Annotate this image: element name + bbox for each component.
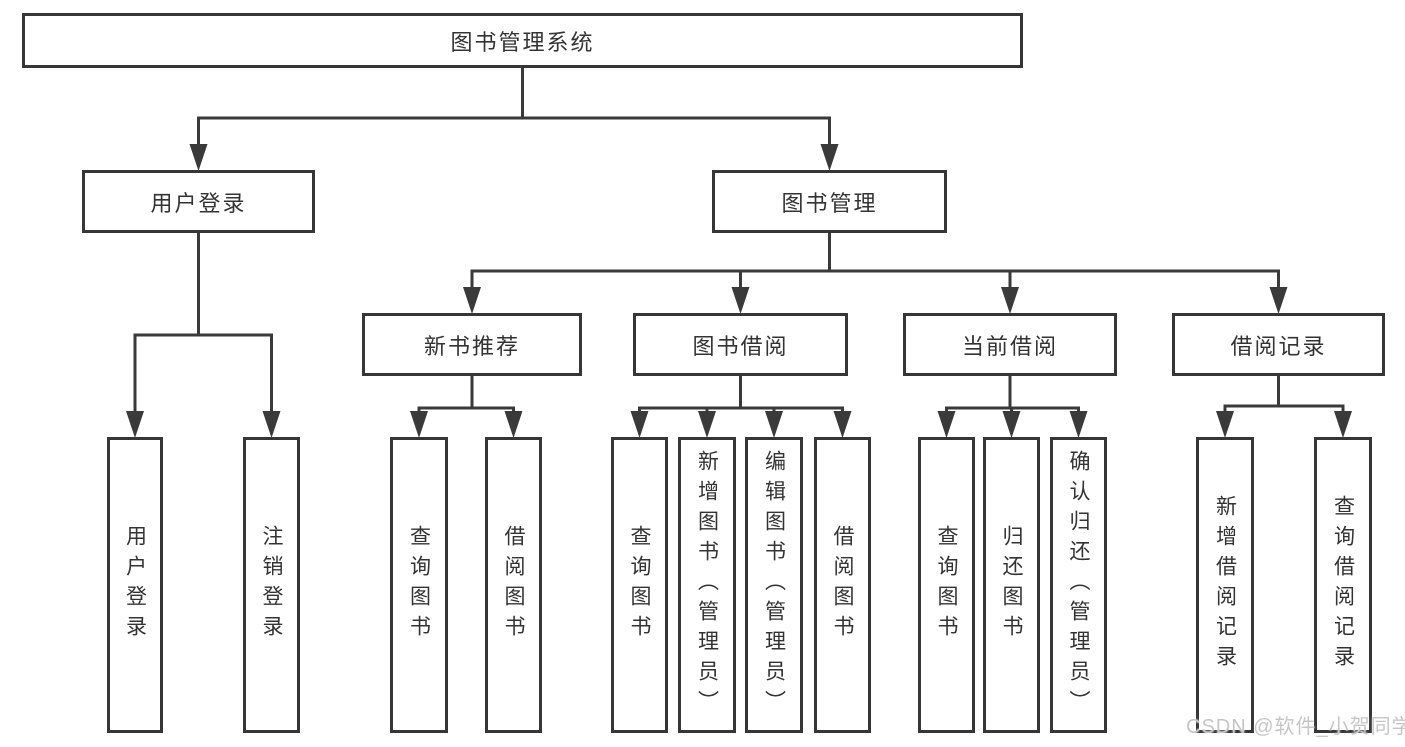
diagram-node-label: 当前借阅 (961, 333, 1058, 359)
arrowhead-icon (1269, 287, 1288, 314)
diagram-node-leaf-confirm-return: 确认归还（管理员） (1050, 437, 1107, 733)
diagram-node-label: 查询图书 (407, 525, 431, 645)
arrowhead-icon (731, 287, 750, 314)
diagram-node-leaf-query-book-1: 查询图书 (390, 437, 448, 733)
diagram-node-book-borrow: 图书借阅 (633, 313, 848, 376)
arrowhead-icon (698, 411, 716, 438)
arrowhead-icon (820, 144, 839, 171)
arrowhead-icon (1002, 411, 1021, 438)
arrowhead-icon (189, 144, 208, 171)
diagram-node-label: 借阅图书 (502, 525, 525, 645)
diagram-node-label: 新书推荐 (423, 333, 520, 359)
arrowhead-icon (937, 411, 956, 438)
arrowhead-icon (504, 411, 523, 438)
diagram-node-leaf-edit-book: 编辑图书（管理员） (745, 437, 803, 733)
arrowhead-icon (262, 411, 281, 438)
diagram-node-leaf-user-login: 用户登录 (107, 437, 163, 733)
diagram-node-user-login: 用户登录 (82, 170, 315, 233)
arrowhead-icon (833, 411, 852, 438)
diagram-node-book-mgmt: 图书管理 (712, 170, 947, 233)
arrowhead-icon (410, 411, 428, 438)
diagram-node-label: 借阅记录 (1230, 333, 1327, 359)
diagram-node-root: 图书管理系统 (22, 13, 1023, 68)
diagram-node-label: 查询借阅记录 (1331, 495, 1355, 675)
diagram-node-leaf-return-book: 归还图书 (983, 437, 1040, 733)
diagram-node-leaf-borrow-book-2: 借阅图书 (814, 437, 871, 733)
diagram-node-borrow-records: 借阅记录 (1172, 313, 1385, 376)
diagram-node-leaf-query-book-3: 查询图书 (918, 437, 975, 733)
diagram-node-leaf-query-record: 查询借阅记录 (1314, 437, 1372, 733)
arrowhead-icon (1216, 411, 1234, 438)
arrowhead-icon (1001, 287, 1019, 314)
diagram-node-leaf-add-book: 新增图书（管理员） (678, 437, 736, 733)
diagram-node-label: 借阅图书 (831, 525, 854, 645)
arrowhead-icon (765, 411, 783, 438)
diagram-node-label: 注销登录 (260, 525, 283, 645)
diagram-node-label: 用户登录 (150, 190, 247, 216)
diagram-node-label: 图书借阅 (692, 333, 789, 359)
diagram-node-label: 新增图书（管理员） (695, 450, 719, 720)
diagram-node-leaf-query-book-2: 查询图书 (611, 437, 668, 733)
diagram-node-leaf-add-record: 新增借阅记录 (1196, 437, 1254, 733)
diagram-node-label: 编辑图书（管理员） (762, 450, 786, 720)
diagram-node-label: 查询图书 (935, 525, 958, 645)
diagram-node-label: 新增借阅记录 (1213, 495, 1237, 675)
diagram-node-leaf-borrow-book-1: 借阅图书 (485, 437, 542, 733)
diagram-node-current-borrow: 当前借阅 (903, 313, 1117, 376)
watermark: CSDN @软件_小贺同学 (1186, 716, 1405, 738)
diagram-node-label: 用户登录 (123, 525, 147, 645)
diagram-node-label: 确认归还（管理员） (1067, 450, 1090, 720)
arrowhead-icon (630, 411, 649, 438)
arrowhead-icon (126, 411, 144, 438)
arrowhead-icon (1334, 411, 1352, 438)
diagram-node-label: 查询图书 (628, 525, 651, 645)
arrowhead-icon (463, 287, 481, 314)
diagram-node-label: 图书管理系统 (450, 29, 595, 55)
diagram-node-label: 图书管理 (781, 190, 878, 216)
arrowhead-icon (1069, 411, 1088, 438)
diagram-node-leaf-logout: 注销登录 (243, 437, 300, 733)
diagram-node-label: 归还图书 (1000, 525, 1023, 645)
diagram-node-new-books: 新书推荐 (362, 313, 582, 376)
